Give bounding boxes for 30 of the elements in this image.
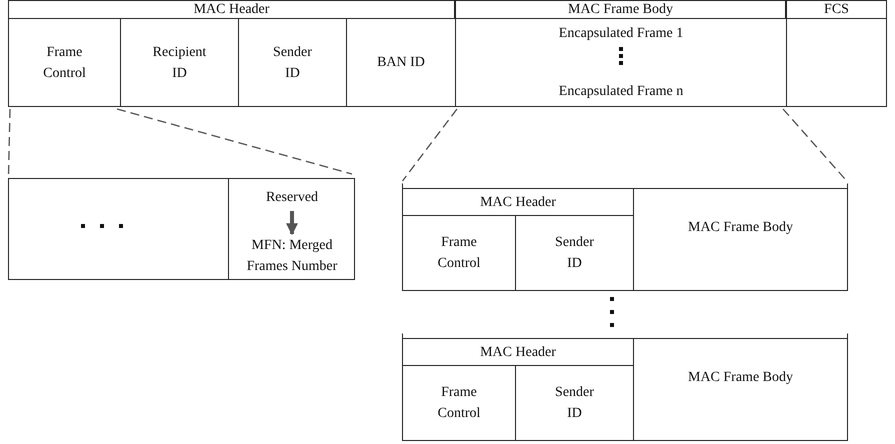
arrow <box>286 211 298 236</box>
field-label: Sender ID <box>554 384 595 423</box>
field-label: MAC Frame Body <box>688 219 793 237</box>
field-label: Frame Control <box>436 234 482 273</box>
header-cell <box>786 0 887 19</box>
field-label: MAC Header <box>194 1 270 19</box>
dashed-projection-line <box>402 108 846 182</box>
subframe-table <box>402 333 848 441</box>
field-label: MAC Header <box>480 344 556 362</box>
subframe-table <box>402 183 848 291</box>
field-label: Reserved <box>266 188 318 206</box>
dashed-projection-line <box>8 108 353 177</box>
field-label: Encapsulated Frame n <box>558 83 684 101</box>
detail-table <box>8 178 355 280</box>
field-label: FCS <box>824 1 849 19</box>
header-cell <box>455 0 786 19</box>
field-cell <box>8 18 121 107</box>
field-label: MAC Frame Body <box>568 1 673 19</box>
header-cell <box>8 0 455 19</box>
field-cell <box>786 18 887 107</box>
field-label: MFN: Merged Frames Number <box>246 237 338 276</box>
field-label: BAN ID <box>377 54 425 72</box>
field-label: Frame Control <box>436 384 482 423</box>
field-label: Encapsulated Frame 1 <box>558 25 684 43</box>
field-label: Recipient ID <box>152 44 208 82</box>
field-label: Sender ID <box>272 44 313 82</box>
field-label: Sender ID <box>554 234 595 273</box>
field-label: MAC Frame Body <box>688 369 793 387</box>
field-label: MAC Header <box>480 194 556 212</box>
field-label: Frame Control <box>42 44 87 82</box>
